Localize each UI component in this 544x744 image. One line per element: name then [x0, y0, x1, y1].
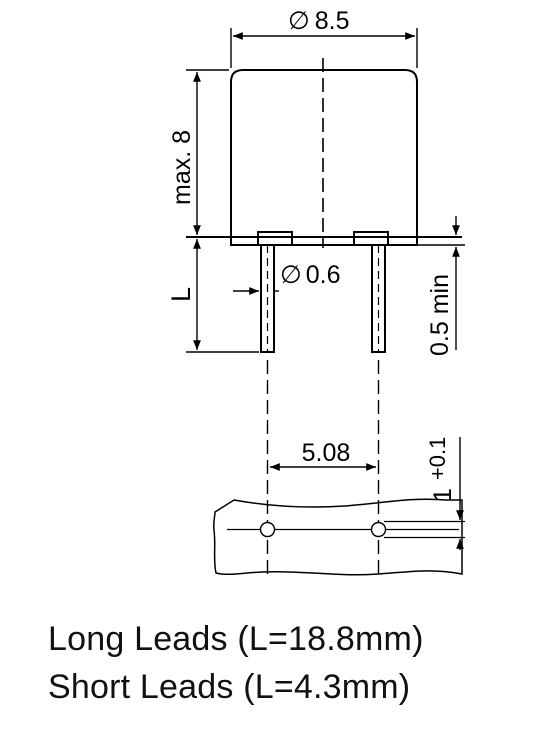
hole-tolerance-label: 1+0.1	[425, 437, 457, 502]
component-body	[186, 69, 462, 246]
body-diameter-label: ∅8.5	[288, 7, 350, 35]
lead-length-dimension	[186, 238, 259, 353]
lead-length-label: L	[166, 287, 196, 302]
pcb-holes	[259, 521, 387, 538]
standoff-dimension	[417, 216, 465, 350]
height-dimension	[186, 69, 229, 236]
max-height-label: max. 8	[168, 130, 196, 205]
short-leads-note: Short Leads (L=4.3mm)	[48, 668, 411, 706]
component-drawing: ∅8.5 max. 8 L ∅0.6 0.5 min 5.08	[166, 7, 465, 576]
pitch-label: 5.08	[302, 439, 351, 467]
body-diameter-dimension	[230, 28, 418, 68]
lead-diameter-label: ∅0.6	[280, 261, 341, 289]
standoff-label: 0.5 min	[426, 274, 454, 356]
pcb-outline	[212, 498, 463, 576]
projection-lines	[266, 360, 380, 574]
pcb-hole-left	[259, 521, 276, 538]
pcb-hole-right	[370, 521, 387, 538]
long-leads-note: Long Leads (L=18.8mm)	[48, 620, 424, 658]
leads	[260, 244, 386, 353]
